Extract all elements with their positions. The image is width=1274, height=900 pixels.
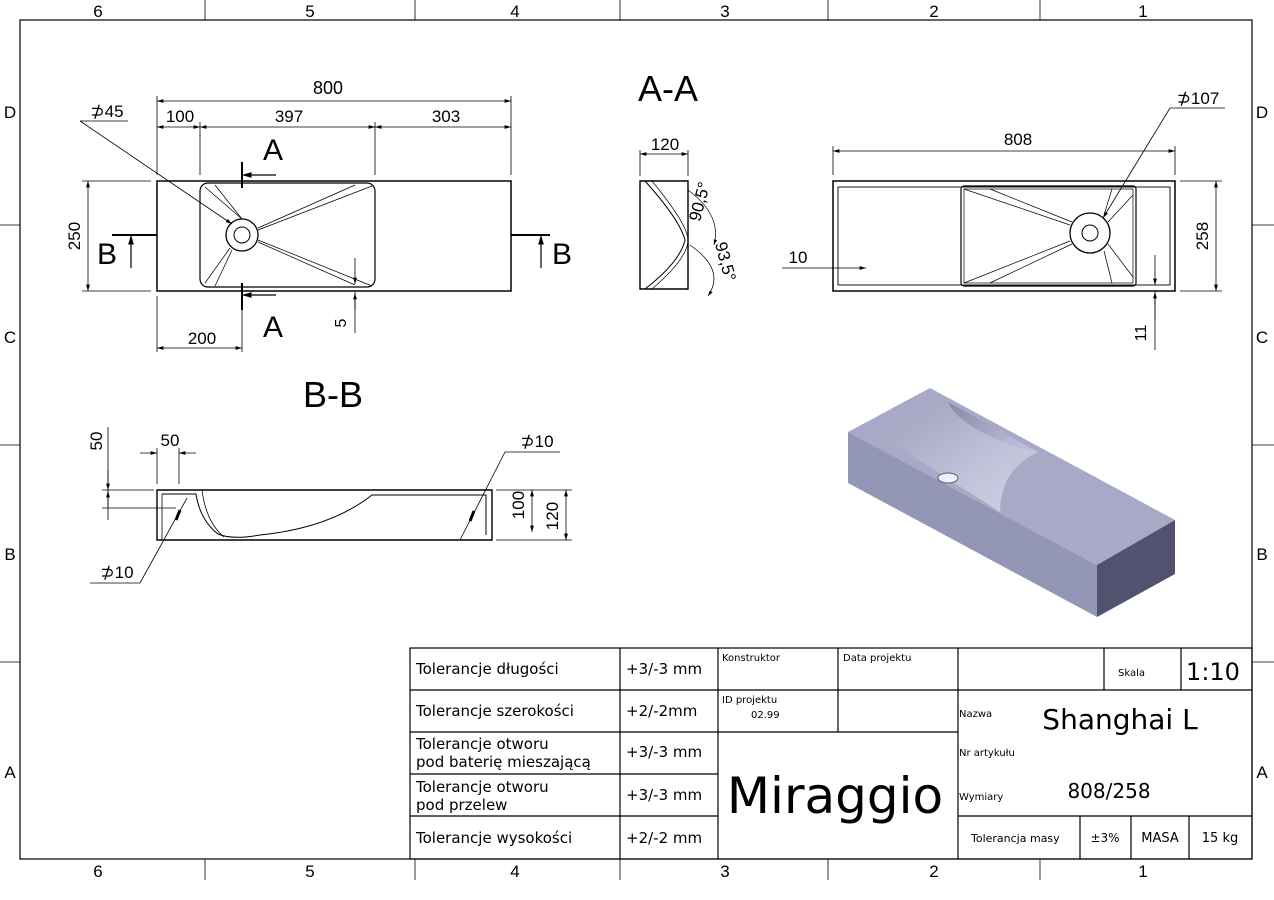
id-label: ID projektu <box>722 695 777 706</box>
col-label: 5 <box>305 2 314 21</box>
section-a-label: A <box>263 311 283 344</box>
tol-label-2a: Tolerancje otworu <box>415 735 549 753</box>
tol-value-1: +2/-2mm <box>626 702 697 720</box>
title-block-text: Tolerancje długości Tolerancje szerokośc… <box>415 653 1240 847</box>
konstruktor-label: Konstruktor <box>722 653 781 664</box>
dim-hole-10-bottom: ⊅10 <box>100 563 133 582</box>
col-label: 1 <box>1138 862 1147 881</box>
wymiary-label: Wymiary <box>959 792 1003 803</box>
top-view <box>79 96 550 352</box>
col-label: 1 <box>1138 2 1147 21</box>
dim-hole-10-top: ⊅10 <box>520 432 553 451</box>
section-aa <box>639 150 718 297</box>
dim-10: 10 <box>789 248 808 267</box>
dim-120-bb: 120 <box>543 502 562 530</box>
masa-label: MASA <box>1141 831 1179 846</box>
dim-808: 808 <box>1004 130 1032 149</box>
tol-label-3b: pod przelew <box>416 796 507 814</box>
tol-masy-label: Tolerancja masy <box>970 832 1060 845</box>
section-bb-title: B-B <box>303 374 363 415</box>
tol-value-0: +3/-3 mm <box>626 660 702 678</box>
section-aa-text: A-A 120 90,5° 93,5° <box>638 68 740 283</box>
nazwa-value: Shanghai L <box>1042 703 1198 736</box>
row-label: B <box>1256 545 1267 564</box>
frame-labels: 6 5 4 3 2 1 6 5 4 3 2 1 D C B A D C B A <box>4 2 1268 881</box>
tol-label-3a: Tolerancje otworu <box>415 778 549 796</box>
top-view-text: 800 100 397 303 200 250 5 ⊅45 A A B B <box>65 78 572 348</box>
data-label: Data projektu <box>843 653 911 664</box>
tol-value-3: +3/-3 mm <box>626 786 702 804</box>
dim-397: 397 <box>275 107 303 126</box>
row-label: D <box>1256 103 1268 122</box>
brand-logo: Miraggio <box>727 767 943 825</box>
right-view <box>782 107 1225 350</box>
section-bb-text: B-B 50 50 100 120 ⊅10 ⊅10 <box>87 374 562 582</box>
tol-label-0: Tolerancje długości <box>415 660 559 678</box>
col-label: 6 <box>93 862 102 881</box>
angle-90-5: 90,5° <box>685 180 714 223</box>
col-label: 3 <box>720 862 729 881</box>
tol-value-4: +2/-2 mm <box>626 829 702 847</box>
col-label: 2 <box>929 862 938 881</box>
row-label: C <box>1256 328 1268 347</box>
dim-overall: 800 <box>313 78 343 98</box>
section-b-label: B <box>552 238 572 271</box>
row-label: A <box>4 763 16 782</box>
section-a-label: A <box>263 134 283 167</box>
tol-label-4: Tolerancje wysokości <box>415 829 572 847</box>
nazwa-label: Nazwa <box>959 709 992 720</box>
dim-258: 258 <box>1193 222 1212 250</box>
dim-5: 5 <box>333 318 350 327</box>
tol-label-2b: pod baterię mieszającą <box>416 753 591 771</box>
dim-303: 303 <box>432 107 460 126</box>
masa-value: 15 kg <box>1202 831 1238 846</box>
tol-label-1: Tolerancje szerokości <box>415 702 574 720</box>
dim-50-horizontal: 50 <box>161 431 180 450</box>
tol-masy-value: ±3% <box>1090 831 1119 845</box>
dim-hole-45: ⊅45 <box>90 102 123 121</box>
col-label: 4 <box>510 862 519 881</box>
dim-11: 11 <box>1133 325 1150 342</box>
row-label: B <box>4 545 15 564</box>
tol-value-2: +3/-3 mm <box>626 743 702 761</box>
col-label: 6 <box>93 2 102 21</box>
dim-200: 200 <box>188 329 216 348</box>
dim-50-vertical: 50 <box>87 432 106 451</box>
section-bb <box>90 427 572 584</box>
id-value: 02.99 <box>751 710 780 721</box>
col-label: 3 <box>720 2 729 21</box>
wymiary-value: 808/258 <box>1067 779 1150 803</box>
dim-100: 100 <box>509 491 528 519</box>
row-label: A <box>1256 763 1268 782</box>
dim-250: 250 <box>65 222 84 250</box>
col-label: 4 <box>510 2 519 21</box>
section-b-label: B <box>97 238 117 271</box>
angle-93-5: 93,5° <box>711 240 740 283</box>
nr-artykulu-label: Nr artykułu <box>959 748 1015 759</box>
dim-120: 120 <box>651 135 679 154</box>
col-label: 2 <box>929 2 938 21</box>
skala-value: 1:10 <box>1186 658 1240 686</box>
row-label: D <box>4 103 16 122</box>
title-block <box>409 647 1253 860</box>
sink-3d-render <box>848 388 1175 617</box>
row-label: C <box>4 328 16 347</box>
dim-hole-107: ⊅107 <box>1177 89 1220 108</box>
right-view-text: 808 ⊅107 258 10 11 <box>789 89 1220 341</box>
col-label: 5 <box>305 862 314 881</box>
section-aa-title: A-A <box>638 68 698 109</box>
dim-100: 100 <box>166 107 194 126</box>
skala-label: Skala <box>1118 668 1145 679</box>
